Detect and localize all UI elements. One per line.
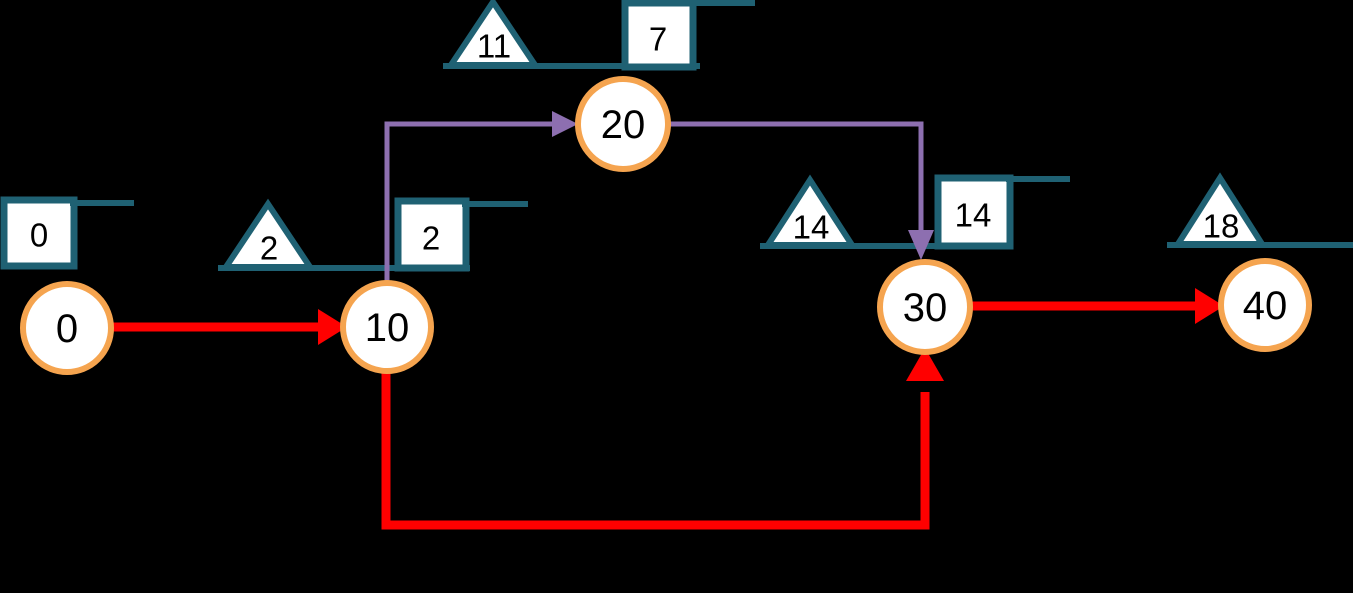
annotation-group-node-20: 11 7 [443,0,755,71]
arrowhead-0-10 [318,309,347,345]
annotation-group-node-0: 0 [0,196,134,270]
edge-30-to-40 [970,288,1224,324]
edge-0-to-10 [112,309,347,345]
annotation-group-node-10: 2 2 [218,197,528,272]
triangle-node-20 [445,0,541,68]
node-circle-40[interactable] [1218,258,1312,352]
square-label-node-0: 0 [30,217,48,254]
node-0[interactable]: 0 [20,281,114,375]
square-node-10 [394,197,470,272]
node-circle-20[interactable] [575,76,671,172]
node-circle-30[interactable] [877,259,973,355]
edge-10-to-30 [381,348,944,530]
node-30[interactable]: 30 [877,259,973,355]
triangle-label-node-10: 2 [260,230,278,267]
node-10[interactable]: 10 [340,280,434,374]
square-label-node-30: 14 [955,197,992,234]
node-circle-10[interactable] [340,280,434,374]
edge-path-10-20 [384,121,552,282]
node-20[interactable]: 20 [575,76,671,172]
square-node-0 [0,196,78,270]
square-label-node-10: 2 [422,220,440,257]
square-node-20 [621,0,697,71]
triangle-label-node-40: 18 [1203,208,1240,245]
edge-20-to-30 [668,121,934,260]
node-label-30: 30 [903,286,948,330]
square-node-30 [934,174,1014,250]
edge-path-10-30 [381,371,930,530]
triangle-node-30 [762,174,858,248]
triangle-node-10 [220,198,316,270]
arrowhead-20-30 [908,230,934,260]
node-label-10: 10 [365,306,410,350]
triangle-label-node-30: 14 [793,209,830,246]
node-label-40: 40 [1243,284,1288,328]
arrowhead-10-20 [552,111,578,137]
triangle-node-40 [1172,172,1268,247]
node-label-20: 20 [601,103,646,147]
node-40[interactable]: 40 [1218,258,1312,352]
edge-path-20-30 [668,121,924,230]
square-label-node-20: 7 [649,21,667,58]
arrowhead-30-40 [1195,288,1224,324]
annotation-group-node-40: 18 [1167,172,1353,248]
node-label-0: 0 [56,307,78,351]
annotation-group-node-30: 14 14 [760,174,1070,250]
edge-10-to-20 [384,111,578,282]
triangle-label-node-20: 11 [477,28,511,65]
arrowhead-10-30 [906,348,944,381]
node-circle-0[interactable] [20,281,114,375]
